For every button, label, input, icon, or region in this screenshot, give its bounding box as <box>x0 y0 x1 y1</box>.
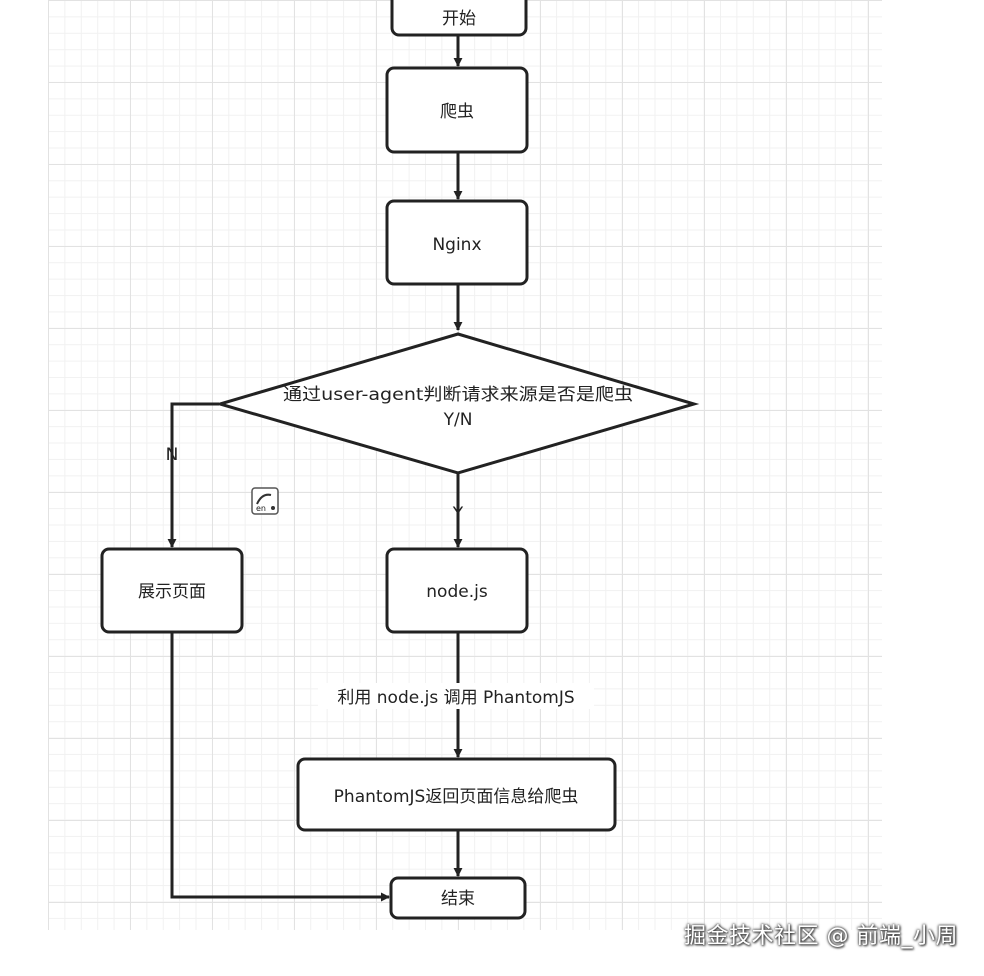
node-decision-label-line1: 通过user-agent判断请求来源是否是爬虫 <box>283 385 633 405</box>
node-phantom-return <box>296 757 617 832</box>
edge-label-n: N <box>166 445 179 465</box>
edge-label-call: 利用 node.js 调用 PhantomJS <box>337 688 574 708</box>
node-start-label: 开始 <box>442 9 476 29</box>
translate-icon[interactable]: en <box>251 487 279 515</box>
edge-showpage-to-end <box>170 632 390 902</box>
edge-label-y: Y <box>452 504 464 524</box>
watermark: 掘金技术社区 @ 前端_小周 <box>684 924 958 949</box>
node-decision-label-line2: Y/N <box>443 410 473 430</box>
edge-decision-no <box>167 402 219 548</box>
node-nodejs-label: node.js <box>426 582 488 602</box>
node-crawler <box>385 66 529 154</box>
node-decision <box>214 332 700 475</box>
svg-text:en: en <box>256 504 266 513</box>
node-start <box>390 0 528 37</box>
node-nginx <box>385 199 529 286</box>
node-end-label: 结束 <box>441 889 475 909</box>
node-phantom-return-label: PhantomJS返回页面信息给爬虫 <box>334 787 579 807</box>
node-end <box>389 876 527 920</box>
node-nodejs <box>385 547 529 634</box>
node-show-page <box>100 547 244 634</box>
node-crawler-label: 爬虫 <box>440 102 474 122</box>
edge-label-bg <box>318 683 594 709</box>
node-nginx-label: Nginx <box>432 235 481 255</box>
edges <box>167 36 463 902</box>
node-show-page-label: 展示页面 <box>138 582 206 602</box>
